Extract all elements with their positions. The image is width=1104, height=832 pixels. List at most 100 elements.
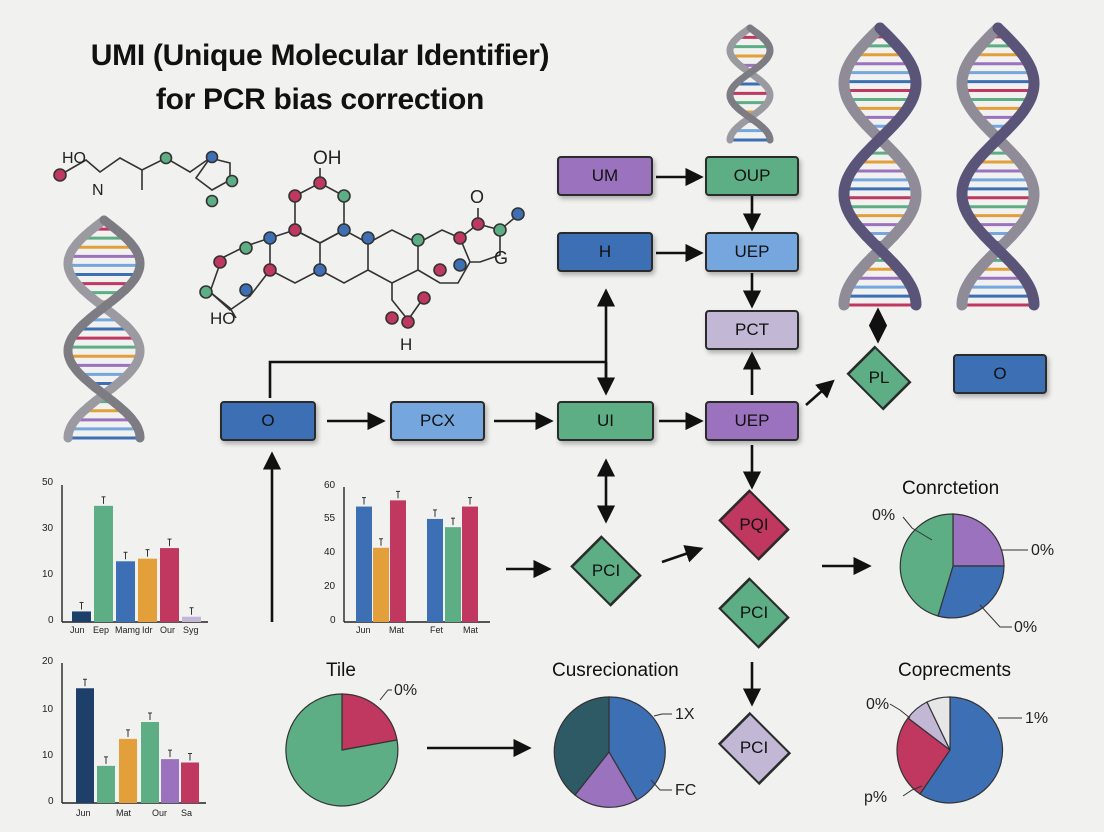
chart-2-ytick: 20	[324, 581, 336, 592]
chart-1-ytick: 50	[42, 477, 54, 488]
title-line-2: for PCR bias correction	[155, 83, 485, 116]
error-bar	[167, 538, 172, 547]
pie-title-conrctetion: Conrctetion	[902, 478, 1000, 499]
error-bar	[123, 551, 128, 560]
dna-helix-icon	[63, 215, 145, 443]
flow-box-pct: PCT	[705, 310, 799, 350]
chart-1-ytick: 0	[48, 615, 54, 626]
flow-diamond-pl: PL	[832, 345, 926, 411]
pie-label: 0%	[872, 507, 896, 524]
flow-box-oup: OUP	[705, 156, 799, 196]
error-bar	[145, 549, 150, 557]
bar	[119, 738, 137, 803]
chart-3-xtick: Sa	[181, 808, 193, 818]
error-bar	[126, 729, 130, 737]
bar	[462, 506, 478, 622]
flow-box-uep-mid: UEP	[705, 401, 799, 441]
flow-box-uep-top: UEP	[705, 232, 799, 272]
chart-2-ytick: 40	[324, 547, 336, 558]
error-bar	[396, 490, 400, 499]
chart-3-ytick: 10	[42, 704, 54, 715]
bar	[445, 527, 461, 622]
bar	[94, 505, 113, 622]
bar	[138, 558, 157, 622]
flow-diamond-pl-label: PL	[868, 368, 890, 387]
pie-title-coprecments: Coprecments	[898, 660, 1011, 681]
bar	[161, 759, 179, 803]
chart-1-ytick: 10	[42, 569, 54, 580]
pie-cusrecionation	[553, 696, 666, 808]
mol-label-ho-2: HO	[210, 309, 236, 328]
flow-diamond-pqi: PQI	[706, 489, 802, 561]
chart-3-ytick: 20	[42, 656, 54, 667]
title-line-1: UMI (Unique Molecular Identifier)	[90, 39, 550, 72]
chart-1-xtick: Jun	[70, 625, 85, 635]
error-bar	[104, 756, 108, 764]
pie-label-leaders	[379, 516, 1028, 797]
chart-3-ytick: 0	[48, 796, 54, 807]
dna-helix-icon	[726, 24, 774, 144]
small-molecule-icon	[53, 150, 239, 208]
pie-label: p%	[864, 789, 888, 806]
bar-chart-bars	[72, 490, 478, 803]
bar	[72, 611, 91, 622]
mol-label-o: O	[470, 187, 485, 207]
bar	[373, 547, 389, 622]
flow-diamond-pqi-label: PQI	[739, 515, 769, 534]
error-bar	[433, 509, 437, 517]
bar	[160, 548, 179, 622]
dna-helices	[63, 22, 1040, 443]
chart-2-xtick: Jun	[356, 625, 371, 635]
pie-label: 0%	[1014, 619, 1038, 636]
chart-1-xtick: Mamg	[115, 625, 141, 635]
flow-diamond-pci-left: PCI	[554, 535, 658, 607]
mol-label-g: G	[494, 248, 509, 268]
flow-diamond-pci-bottom: PCI	[706, 711, 802, 785]
flow-diamond-pci-bottom-label: PCI	[739, 738, 769, 757]
large-molecule-icon	[199, 168, 525, 329]
pie-label: FC	[675, 782, 697, 799]
chart-2-ytick: 60	[324, 480, 336, 491]
bar	[427, 518, 443, 622]
error-bar	[79, 601, 84, 610]
error-bar	[148, 712, 152, 720]
flow-box-pcx: PCX	[390, 401, 485, 441]
bar	[356, 506, 372, 622]
chart-3-ytick: 10	[42, 750, 54, 761]
error-bar	[189, 607, 194, 615]
chart-1-xtick: Eep	[93, 625, 110, 635]
error-bar	[101, 496, 106, 504]
chart-2-ytick: 0	[330, 615, 336, 626]
flow-box-um: UM	[557, 156, 653, 196]
chart-3-xtick: Our	[152, 808, 168, 818]
error-bar	[468, 497, 472, 505]
pie-label: 0%	[866, 696, 890, 713]
pie-coprecments	[896, 696, 1004, 804]
pie-title-cusrecionation: Cusrecionation	[552, 660, 679, 681]
mol-label-ho: HO	[62, 150, 86, 167]
flow-arrows	[262, 167, 888, 758]
bar	[116, 561, 135, 622]
error-bar	[168, 749, 172, 758]
bar	[181, 762, 199, 803]
chart-1-xtick: Syg	[183, 625, 199, 635]
dna-helix-icon	[956, 22, 1040, 311]
pie-tile	[285, 693, 399, 807]
chart-3-xtick: Jun	[76, 808, 91, 818]
pie-label: 0%	[1031, 542, 1055, 559]
pie-title-tile: Tile	[326, 660, 356, 681]
bar	[182, 616, 201, 622]
chart-2-xtick: Fet	[430, 625, 444, 635]
bar	[390, 500, 406, 622]
flow-box-ui: UI	[557, 401, 654, 441]
pie-conrctetion	[899, 513, 1005, 619]
chart-1-ytick: 30	[42, 523, 54, 534]
mol-label-oh: OH	[313, 148, 342, 169]
chart-2-xtick: Mat	[389, 625, 405, 635]
flow-diamond-pci-mid-label: PCI	[739, 603, 769, 622]
flow-diamond-pci-mid: PCI	[706, 577, 802, 649]
error-bar	[379, 538, 383, 546]
chart-3-xtick: Mat	[116, 808, 132, 818]
